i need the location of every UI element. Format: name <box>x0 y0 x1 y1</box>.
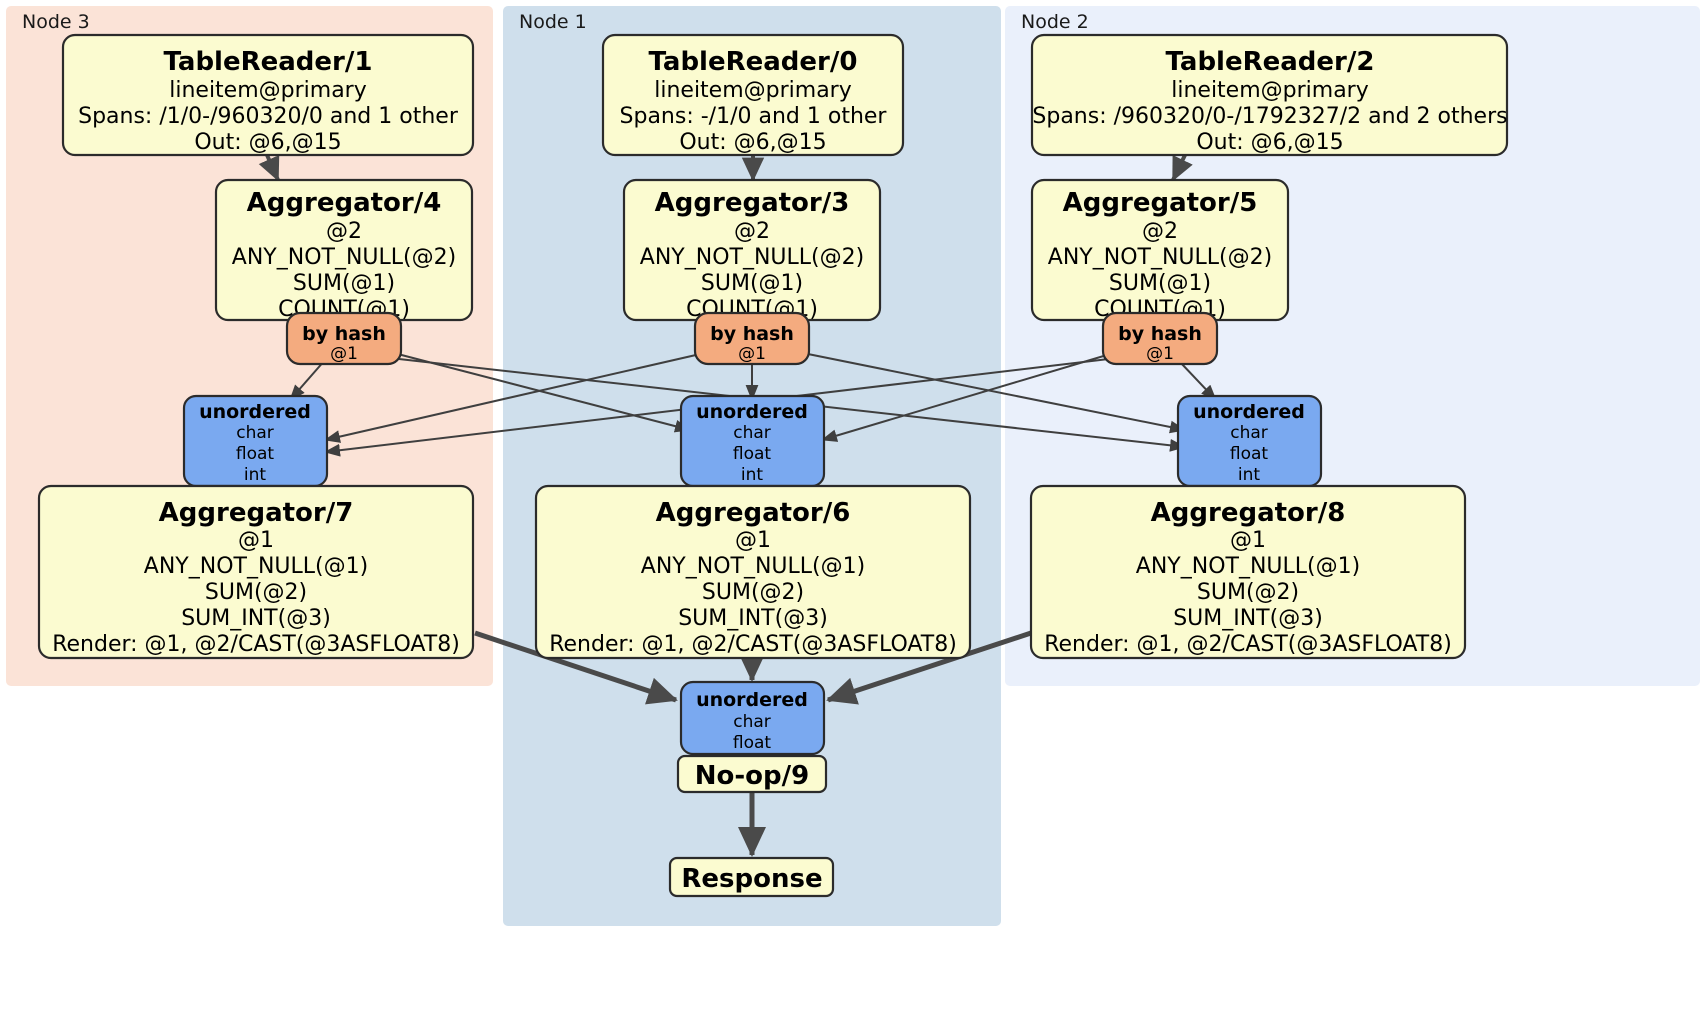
panel-label-node-3: Node 3 <box>22 11 90 33</box>
table-reader-0-out: Out: @6,@15 <box>679 130 826 155</box>
table-reader-1-out: Out: @6,@15 <box>194 130 341 155</box>
final-synchronizer-title: unordered <box>696 689 808 711</box>
aggregator-4-title: Aggregator/4 <box>247 188 442 218</box>
edge-reader1-to-agg4 <box>258 154 280 182</box>
aggregator-7-group: @1 <box>238 528 274 553</box>
table-reader-2-out: Out: @6,@15 <box>1196 130 1343 155</box>
aggregator-8-func-0: ANY_NOT_NULL(@1) <box>1136 554 1360 579</box>
aggregator-3-title: Aggregator/3 <box>655 188 850 218</box>
edge-hashC-to-syncB <box>821 351 1118 442</box>
node-synchronizer-7[interactable]: unordered char float int <box>182 394 329 488</box>
node-aggregator-4[interactable]: Aggregator/4 @2 ANY_NOT_NULL(@2) SUM(@1)… <box>214 178 474 322</box>
node-hash-router-4[interactable]: by hash @1 <box>285 311 403 366</box>
table-reader-1-spans: Spans: /1/0-/960320/0 and 1 other <box>78 104 459 129</box>
hash-router-3-title: by hash <box>710 323 794 345</box>
node-hash-router-3[interactable]: by hash @1 <box>693 311 811 366</box>
edge-reader2-to-agg5 <box>1171 154 1193 182</box>
aggregator-4-func-0: ANY_NOT_NULL(@2) <box>232 245 456 270</box>
aggregator-4-func-1: SUM(@1) <box>293 271 395 296</box>
edge-hashC-to-syncC <box>1179 361 1217 401</box>
aggregator-8-func-1: SUM(@2) <box>1197 580 1299 605</box>
synchronizer-7-title: unordered <box>199 401 311 423</box>
aggregator-6-func-2: SUM_INT(@3) <box>678 606 828 631</box>
aggregator-5-func-1: SUM(@1) <box>1109 271 1211 296</box>
hash-router-5-column: @1 <box>1146 344 1174 364</box>
aggregator-6-func-0: ANY_NOT_NULL(@1) <box>641 554 865 579</box>
node-aggregator-8[interactable]: Aggregator/8 @1 ANY_NOT_NULL(@1) SUM(@2)… <box>1029 484 1467 660</box>
synchronizer-8-type-0: char <box>1230 423 1268 443</box>
table-reader-0-table: lineitem@primary <box>654 78 852 103</box>
aggregator-3-group: @2 <box>734 219 770 244</box>
table-reader-1-title: TableReader/1 <box>164 47 373 77</box>
synchronizer-6-type-1: float <box>733 444 772 464</box>
table-reader-0-title: TableReader/0 <box>649 47 858 77</box>
aggregator-3-func-1: SUM(@1) <box>701 271 803 296</box>
hash-router-3-column: @1 <box>738 344 766 364</box>
aggregator-5-group: @2 <box>1142 219 1178 244</box>
aggregator-6-title: Aggregator/6 <box>656 498 851 528</box>
edge-agg8-to-final-sync <box>826 630 1032 705</box>
final-synchronizer-type-1: float <box>733 733 772 753</box>
aggregator-5-title: Aggregator/5 <box>1063 188 1258 218</box>
node-aggregator-5[interactable]: Aggregator/5 @2 ANY_NOT_NULL(@2) SUM(@1)… <box>1030 178 1290 322</box>
aggregator-8-render: Render: @1, @2/CAST(@3ASFLOAT8) <box>1044 632 1452 657</box>
hash-router-4-column: @1 <box>330 344 358 364</box>
edge-hashA-to-syncA <box>289 359 326 401</box>
synchronizer-6-title: unordered <box>696 401 808 423</box>
table-reader-2-table: lineitem@primary <box>1171 78 1369 103</box>
aggregator-7-func-0: ANY_NOT_NULL(@1) <box>144 554 368 579</box>
edge-hashB-to-syncC <box>797 351 1186 434</box>
aggregator-6-group: @1 <box>735 528 771 553</box>
synchronizer-6-type-2: int <box>741 465 763 485</box>
node-aggregator-7[interactable]: Aggregator/7 @1 ANY_NOT_NULL(@1) SUM(@2)… <box>37 484 475 660</box>
table-reader-0-spans: Spans: -/1/0 and 1 other <box>620 104 888 129</box>
synchronizer-8-title: unordered <box>1193 401 1305 423</box>
synchronizer-7-type-0: char <box>236 423 274 443</box>
aggregator-6-func-1: SUM(@2) <box>702 580 804 605</box>
hash-router-5-title: by hash <box>1118 323 1202 345</box>
aggregator-7-title: Aggregator/7 <box>159 498 354 528</box>
node-synchronizer-6[interactable]: unordered char float int <box>679 394 826 488</box>
hash-router-4-title: by hash <box>302 323 386 345</box>
node-synchronizer-8[interactable]: unordered char float int <box>1176 394 1323 488</box>
node-table-reader-0[interactable]: TableReader/0 lineitem@primary Spans: -/… <box>601 33 905 157</box>
node-hash-router-5[interactable]: by hash @1 <box>1101 311 1219 366</box>
aggregator-8-func-2: SUM_INT(@3) <box>1173 606 1323 631</box>
aggregator-6-render: Render: @1, @2/CAST(@3ASFLOAT8) <box>549 632 957 657</box>
table-reader-2-title: TableReader/2 <box>1166 47 1375 77</box>
aggregator-7-func-2: SUM_INT(@3) <box>181 606 331 631</box>
node-table-reader-1[interactable]: TableReader/1 lineitem@primary Spans: /1… <box>61 33 475 157</box>
table-reader-2-spans: Spans: /960320/0-/1792327/2 and 2 others <box>1032 104 1507 129</box>
aggregator-8-group: @1 <box>1230 528 1266 553</box>
node-no-op-9[interactable]: No-op/9 <box>676 754 828 794</box>
synchronizer-7-type-2: int <box>244 465 266 485</box>
panel-label-node-2: Node 2 <box>1021 11 1089 33</box>
edge-hashB-to-syncA <box>324 351 710 443</box>
response-title: Response <box>681 864 822 894</box>
synchronizer-6-type-0: char <box>733 423 771 443</box>
edge-agg7-to-final-sync <box>474 630 678 705</box>
synchronizer-7-type-1: float <box>236 444 275 464</box>
node-response[interactable]: Response <box>668 856 835 898</box>
node-aggregator-6[interactable]: Aggregator/6 @1 ANY_NOT_NULL(@1) SUM(@2)… <box>534 484 972 660</box>
node-aggregator-3[interactable]: Aggregator/3 @2 ANY_NOT_NULL(@2) SUM(@1)… <box>622 178 882 322</box>
final-synchronizer-type-0: char <box>733 712 771 732</box>
aggregator-7-render: Render: @1, @2/CAST(@3ASFLOAT8) <box>52 632 460 657</box>
aggregator-7-func-1: SUM(@2) <box>205 580 307 605</box>
aggregator-3-func-0: ANY_NOT_NULL(@2) <box>640 245 864 270</box>
node-final-synchronizer[interactable]: unordered char float <box>679 680 826 756</box>
table-reader-1-table: lineitem@primary <box>169 78 367 103</box>
aggregator-4-group: @2 <box>326 219 362 244</box>
no-op-9-title: No-op/9 <box>695 761 809 791</box>
synchronizer-8-type-1: float <box>1230 444 1269 464</box>
aggregator-8-title: Aggregator/8 <box>1151 498 1346 528</box>
synchronizer-8-type-2: int <box>1238 465 1260 485</box>
aggregator-5-func-0: ANY_NOT_NULL(@2) <box>1048 245 1272 270</box>
node-table-reader-2[interactable]: TableReader/2 lineitem@primary Spans: /9… <box>1030 33 1509 157</box>
panel-label-node-1: Node 1 <box>519 11 587 33</box>
